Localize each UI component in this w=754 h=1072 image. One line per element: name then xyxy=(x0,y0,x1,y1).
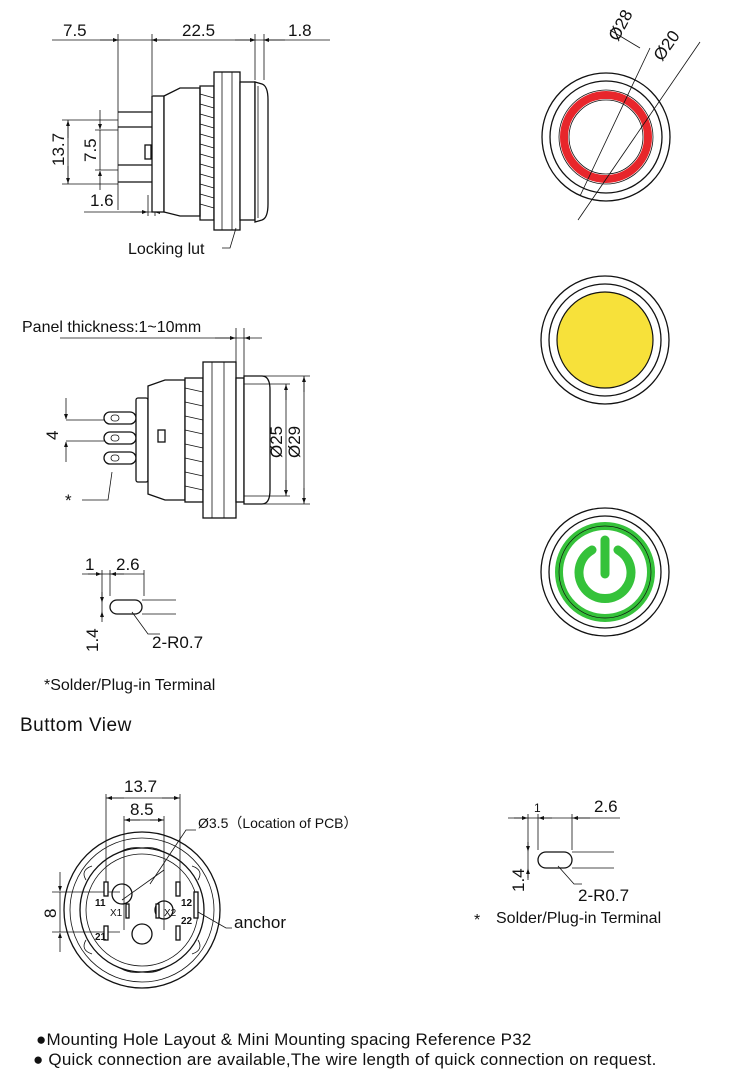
terminal-detail-a: 1 2.6 1.4 2-R0.7 *Solder/Plug-in Termina… xyxy=(44,555,215,694)
dim-13-7-bottom: 13.7 xyxy=(124,777,157,796)
dim-8-5: 8.5 xyxy=(130,800,154,819)
mount-terminals xyxy=(103,411,137,465)
section-title: Buttom View xyxy=(20,715,132,736)
anchor-leader xyxy=(197,911,232,929)
mount-body xyxy=(135,361,271,519)
side-top-dimensions xyxy=(52,34,330,210)
pin-12: 12 xyxy=(181,898,193,909)
front-view-power xyxy=(540,507,670,637)
dim-22-5: 22.5 xyxy=(182,21,215,40)
detail-b-radius: 2-R0.7 xyxy=(578,886,629,905)
dim-d20: Ø20 xyxy=(650,27,684,64)
pcb-hole-bottom xyxy=(131,923,153,945)
pcb-hole-top xyxy=(111,883,133,905)
dim-d28: Ø28 xyxy=(605,7,637,44)
detail-b-dim-1-4: 1.4 xyxy=(509,868,528,892)
detail-b-asterisk: * xyxy=(474,912,480,929)
locking-lut-label: Locking lut xyxy=(128,241,205,258)
detail-a-dim-1: 1 xyxy=(85,555,94,574)
note-mounting: ●Mounting Hole Layout & Mini Mounting sp… xyxy=(36,1030,532,1049)
mount-diameter-dims xyxy=(244,375,310,505)
lamp-x2: X2 xyxy=(164,908,177,919)
pin-11: 11 xyxy=(95,898,106,909)
dim-7-5: 7.5 xyxy=(63,21,87,40)
dim-d29: Ø29 xyxy=(285,426,304,458)
bottom-view: 13.7 8.5 8 xyxy=(41,777,358,989)
side-body xyxy=(151,71,269,231)
terminal-slot-a xyxy=(109,599,143,615)
dim-7-5-vertical: 7.5 xyxy=(81,138,100,162)
dot-illumination-icon xyxy=(556,291,654,389)
dim-4: 4 xyxy=(43,431,62,440)
detail-a-dim-1-4: 1.4 xyxy=(83,628,102,652)
hole-label: Ø3.5（Location of PCB） xyxy=(198,815,358,831)
note-quick-connection: ● Quick connection are available,The wir… xyxy=(33,1050,657,1069)
detail-a-caption: *Solder/Plug-in Terminal xyxy=(44,677,215,694)
asterisk-leader xyxy=(82,471,113,501)
detail-b-dim-1: 1 xyxy=(534,801,541,815)
detail-a-radius-leader xyxy=(131,611,160,635)
dim-d25: Ø25 xyxy=(267,426,286,458)
front-view-dot xyxy=(540,275,670,405)
ring-illumination-icon xyxy=(560,91,652,183)
bottom-left-dim xyxy=(52,872,120,952)
dim-13-7: 13.7 xyxy=(49,133,68,166)
locking-leader xyxy=(222,227,237,249)
side-view: 7.5 22.5 1.8 13.7 7.5 1.6 xyxy=(49,21,330,258)
terminal-asterisk: * xyxy=(65,491,72,510)
detail-b-caption: Solder/Plug-in Terminal xyxy=(496,910,661,927)
terminal-slot-b xyxy=(537,851,573,869)
dim-1-6: 1.6 xyxy=(90,191,114,210)
detail-b-radius-leader xyxy=(557,865,582,885)
detail-a-radius: 2-R0.7 xyxy=(152,633,203,652)
lamp-x1: X1 xyxy=(110,908,123,919)
terminal-detail-b: 1 2.6 1.4 2-R0.7 * Solder/Plug-in Termin… xyxy=(474,797,661,929)
power-symbol-illumination-icon xyxy=(555,522,655,622)
pitch-dimension xyxy=(64,398,110,462)
anchor-label: anchor xyxy=(234,913,286,932)
bottom-pins xyxy=(103,869,199,945)
side-pins xyxy=(118,111,152,183)
pin-21: 21 xyxy=(95,932,107,943)
dim-1-8: 1.8 xyxy=(288,21,312,40)
dim-8: 8 xyxy=(41,909,60,918)
mount-view: Panel thickness:1~10mm 4 * xyxy=(22,319,310,519)
pcb-hole-right xyxy=(154,900,174,920)
hole-leader xyxy=(149,829,196,885)
detail-b-dim-2-6: 2.6 xyxy=(594,797,618,816)
front-view-ring: Ø28 Ø20 xyxy=(541,7,701,221)
panel-thickness-label: Panel thickness:1~10mm xyxy=(22,319,201,336)
pin-22: 22 xyxy=(181,916,193,927)
detail-a-dim-2-6: 2.6 xyxy=(116,555,140,574)
